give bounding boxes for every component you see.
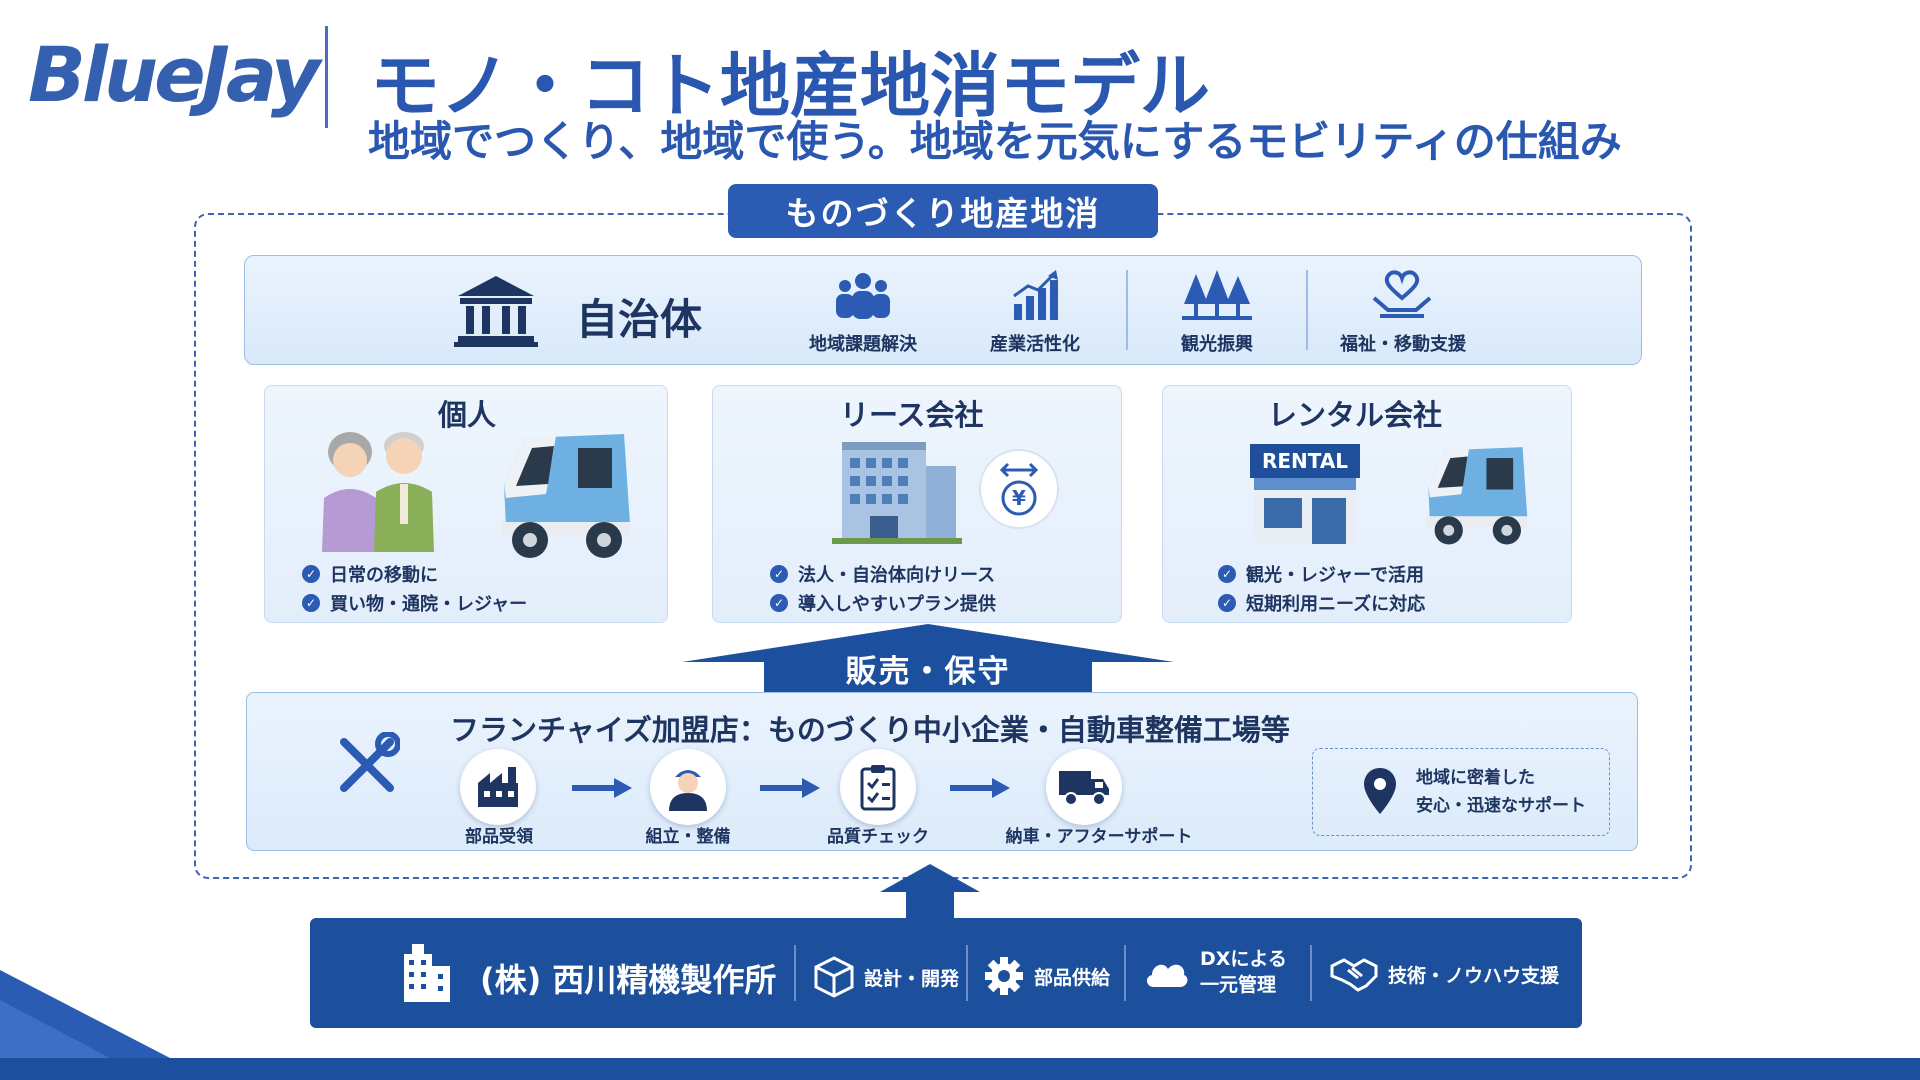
government-label: 自治体: [576, 295, 703, 344]
handshake-icon: [1330, 958, 1378, 992]
step-label: 組立・整備: [645, 827, 731, 847]
header-divider: [325, 26, 328, 128]
company-divider: [1124, 945, 1126, 1001]
trees-icon: [1182, 270, 1252, 320]
cube-icon: [814, 956, 854, 998]
support-text-line: 地域に密着した: [1416, 768, 1535, 788]
mini-vehicle-icon: [1426, 447, 1528, 545]
check-icon: ✓: [302, 594, 320, 612]
people-group-icon: [836, 273, 890, 319]
gov-item-label: 観光振興: [1181, 334, 1253, 355]
company-divider: [1310, 945, 1312, 1001]
company-name: (株) 西川精機製作所: [480, 961, 777, 999]
company-feature: 部品供給: [984, 956, 1110, 996]
support-text-line: 安心・迅速なサポート: [1416, 796, 1586, 816]
arrow-right-icon: [760, 778, 820, 802]
step-circle: [650, 749, 726, 825]
page-title: モノ・コト地産地消モデル: [370, 45, 1210, 127]
factory-icon: [478, 767, 518, 807]
card-title: レンタル会社: [1268, 398, 1443, 432]
company-divider: [966, 945, 968, 1001]
page-subtitle: 地域でつくり、地域で使う。地域を元気にするモビリティの仕組み: [368, 117, 1622, 166]
supply-arrow: [880, 864, 980, 920]
location-pin-icon: [1364, 768, 1396, 814]
gov-item-label: 産業活性化: [990, 334, 1080, 355]
step-label: 品質チェック: [827, 827, 929, 847]
gov-divider: [1306, 270, 1308, 350]
arrow-right-icon: [950, 778, 1010, 802]
svg-text:¥: ¥: [1012, 486, 1026, 510]
support-box: [1312, 748, 1610, 836]
checklist-item: ✓短期利用ニーズに対応: [1218, 590, 1425, 616]
cloud-icon: [1146, 964, 1188, 987]
sales-arrow: [682, 624, 1174, 696]
checklist-item: ✓観光・レジャーで活用: [1218, 561, 1424, 587]
local-production-tag: ものづくり地産地消: [728, 184, 1158, 238]
city-hall-icon: [454, 276, 538, 347]
elderly-couple-icon: [322, 432, 434, 552]
gov-item-label: 福祉・移動支援: [1340, 334, 1466, 355]
check-icon: ✓: [302, 565, 320, 583]
step-circle: [1046, 749, 1122, 825]
company-feature: DXによる 一元管理: [1144, 946, 1287, 998]
check-icon: ✓: [770, 594, 788, 612]
sales-label: 販売・保守: [845, 654, 1011, 690]
card-title: 個人: [438, 398, 497, 432]
footer-decoration: [0, 970, 1920, 1080]
company-building-icon: [404, 944, 450, 1002]
checklist-item: ✓導入しやすいプラン提供: [770, 590, 996, 616]
company-feature: 設計・開発: [814, 956, 959, 998]
gov-divider: [1126, 270, 1128, 350]
card-title: リース会社: [840, 398, 984, 432]
rental-shop-icon: RENTAL: [1250, 444, 1360, 544]
mechanic-icon: [669, 770, 707, 811]
office-building-icon: [832, 442, 962, 544]
check-icon: ✓: [1218, 594, 1236, 612]
heart-hand-icon: [1372, 270, 1432, 318]
brand-logo: BlueJay: [28, 30, 320, 119]
rental-sign: RENTAL: [1250, 444, 1360, 478]
gear-icon: [985, 957, 1023, 995]
clipboard-check-icon: [860, 765, 896, 811]
check-icon: ✓: [770, 565, 788, 583]
arrow-right-icon: [572, 778, 632, 802]
company-bar: [310, 918, 1582, 1028]
step-label: 部品受領: [465, 827, 533, 847]
mini-vehicle-icon: [502, 434, 630, 558]
yen-exchange-icon: ¥: [979, 449, 1059, 529]
tools-icon: [340, 732, 400, 792]
step-circle: [460, 749, 536, 825]
gov-item-label: 地域課題解決: [809, 334, 917, 355]
growth-chart-icon: [1013, 270, 1058, 320]
company-divider: [794, 945, 796, 1001]
checklist-item: ✓法人・自治体向けリース: [770, 561, 995, 587]
step-circle: [840, 749, 916, 825]
step-label: 納車・アフターサポート: [1005, 827, 1193, 847]
truck-icon: [1059, 771, 1109, 806]
company-feature: 技術・ノウハウ支援: [1330, 956, 1559, 992]
franchise-title: フランチャイズ加盟店：ものづくり中小企業・自動車整備工場等: [450, 713, 1290, 747]
check-icon: ✓: [1218, 565, 1236, 583]
checklist-item: ✓日常の移動に: [302, 561, 438, 587]
checklist-item: ✓買い物・通院・レジャー: [302, 590, 527, 616]
